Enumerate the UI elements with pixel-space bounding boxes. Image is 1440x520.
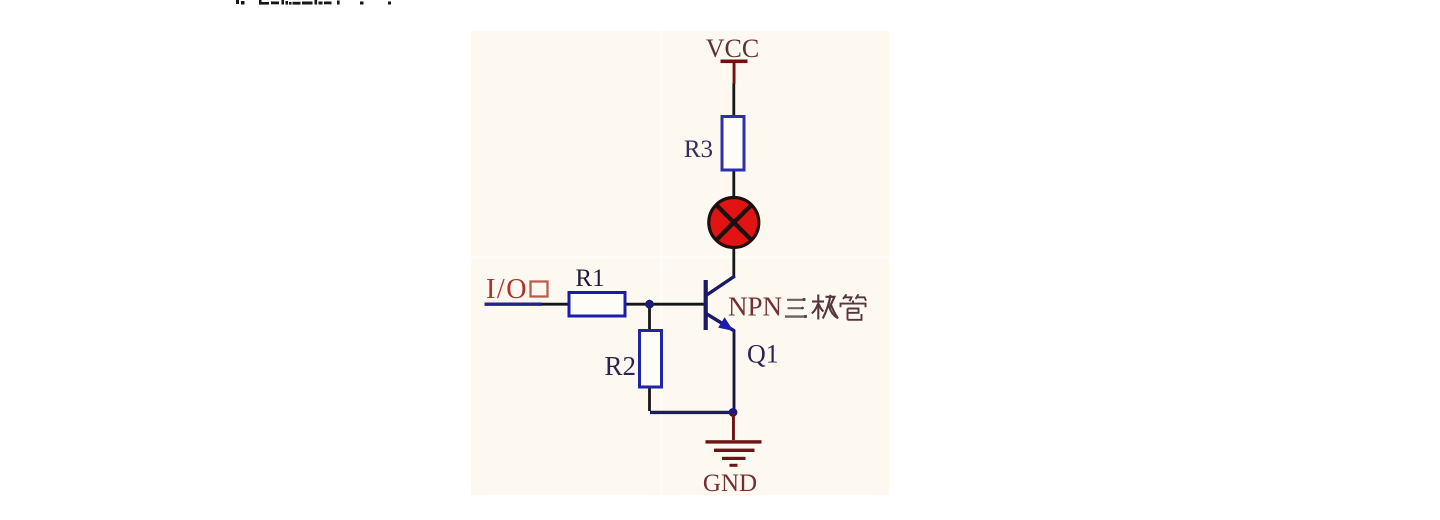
svg-text:GND: GND — [703, 470, 757, 497]
svg-text:R2: R2 — [604, 351, 636, 381]
svg-text:VCC: VCC — [706, 34, 759, 63]
svg-text:NPN: NPN — [728, 292, 782, 322]
svg-text:Q1: Q1 — [747, 340, 779, 369]
svg-text:I/O: I/O — [486, 274, 528, 305]
svg-text:R1: R1 — [575, 265, 604, 292]
svg-text:R3: R3 — [684, 136, 713, 163]
